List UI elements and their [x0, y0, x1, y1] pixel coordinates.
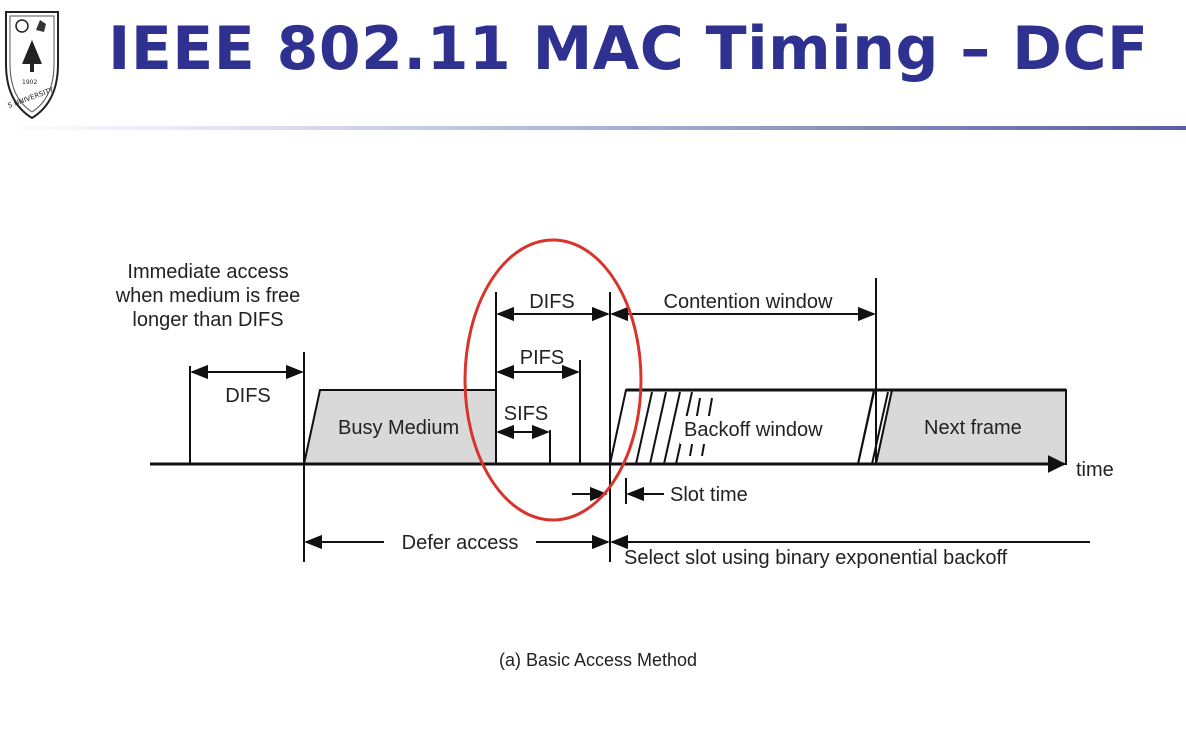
- select-slot-label: Select slot using binary exponential bac…: [624, 547, 1008, 569]
- diagram-caption: (a) Basic Access Method: [499, 650, 697, 670]
- difs-left-label: DIFS: [225, 385, 271, 407]
- slot-time-label: Slot time: [670, 484, 748, 506]
- timing-markers: [189, 278, 877, 562]
- sifs-label: SIFS: [504, 403, 548, 425]
- defer-access-label: Defer access: [402, 532, 519, 554]
- immediate-access-line-2: when medium is free: [115, 285, 301, 307]
- pifs-label: PIFS: [520, 347, 564, 369]
- immediate-access-line-1: Immediate access: [127, 261, 288, 283]
- defer-access-label-bg: [384, 528, 536, 554]
- immediate-access-line-3: longer than DIFS: [132, 309, 283, 331]
- backoff-label-bg: [680, 416, 850, 444]
- next-frame-label: Next frame: [924, 417, 1022, 439]
- time-axis-label: time: [1076, 459, 1114, 481]
- university-logo: 1902 S UNIVERSITY: [5, 11, 59, 120]
- busy-medium-label: Busy Medium: [338, 417, 459, 439]
- backoff-window-label: Backoff window: [684, 419, 823, 441]
- ifs-highlight-ellipse: [463, 238, 643, 522]
- slide-title: IEEE 802.11 MAC Timing – DCF: [108, 14, 1149, 84]
- logo-year: 1902: [22, 79, 37, 86]
- contention-window-label: Contention window: [664, 291, 834, 313]
- difs-top-label: DIFS: [529, 291, 575, 313]
- title-divider: [0, 126, 1186, 130]
